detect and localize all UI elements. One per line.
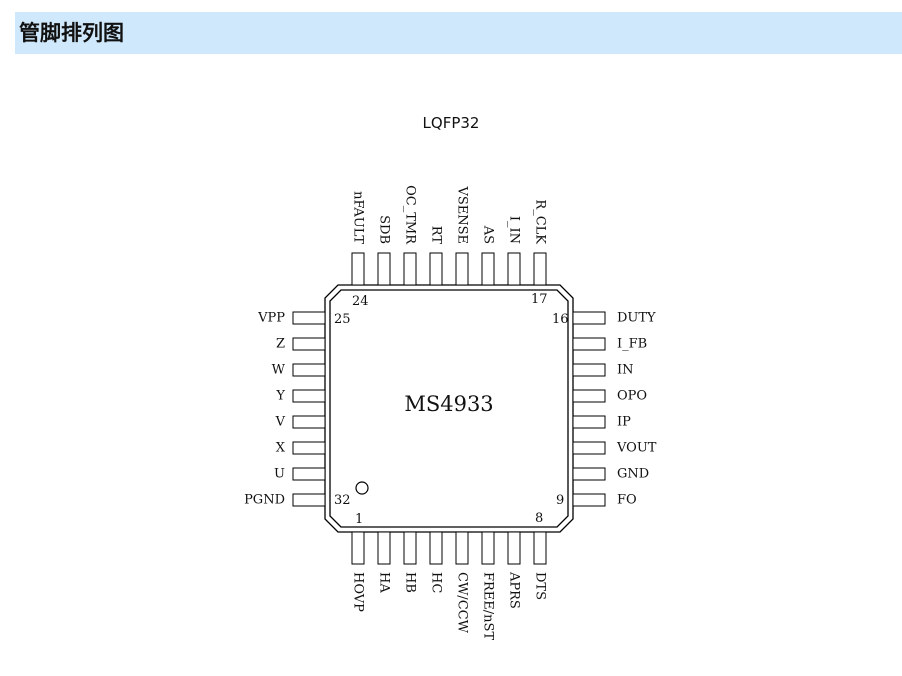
pin-lead-left bbox=[292, 337, 326, 351]
section-header: 管脚排列图 bbox=[15, 12, 902, 54]
pin-lead-bottom bbox=[533, 531, 547, 565]
section-title: 管脚排列图 bbox=[19, 21, 124, 45]
pin-label-top: SDB bbox=[377, 215, 392, 244]
pin-lead-right bbox=[572, 415, 606, 429]
pin-lead-left bbox=[292, 441, 326, 455]
pin-label-top: I_IN bbox=[507, 216, 522, 244]
pin-lead-right bbox=[572, 337, 606, 351]
pin-lead-bottom bbox=[455, 531, 469, 565]
pin-label-bottom: CW/CCW bbox=[455, 572, 470, 634]
pin-lead-right bbox=[572, 311, 606, 325]
pin-lead-right bbox=[572, 493, 606, 507]
pin-lead-top bbox=[507, 252, 521, 286]
pin-lead-right bbox=[572, 389, 606, 403]
pin-label-right: IN bbox=[617, 363, 634, 378]
pin-lead-top bbox=[429, 252, 443, 286]
pin-label-left: Y bbox=[275, 389, 285, 404]
pin-lead-left bbox=[292, 311, 326, 325]
pin-label-bottom: DTS bbox=[533, 572, 548, 600]
pin1-marker bbox=[355, 481, 369, 495]
pin-label-right: FO bbox=[617, 493, 637, 508]
pin-lead-top bbox=[403, 252, 417, 286]
pin-lead-bottom bbox=[403, 531, 417, 565]
pin-label-top: OC_TMR bbox=[403, 185, 418, 245]
pin-label-left: Z bbox=[276, 337, 285, 352]
pin-label-left: V bbox=[275, 415, 286, 430]
pin-lead-top bbox=[533, 252, 547, 286]
pin-lead-bottom bbox=[481, 531, 495, 565]
pin-lead-top bbox=[481, 252, 495, 286]
pin-number-25: 25 bbox=[334, 312, 351, 327]
pin-number-1: 1 bbox=[355, 512, 363, 527]
pin-label-right: I_FB bbox=[617, 337, 647, 352]
pin-label-left: VPP bbox=[257, 311, 285, 326]
pin-lead-right bbox=[572, 363, 606, 377]
pin-label-right: GND bbox=[617, 467, 649, 482]
pin-lead-top bbox=[455, 252, 469, 286]
pin-number-24: 24 bbox=[352, 294, 369, 309]
pin-lead-left bbox=[292, 493, 326, 507]
package-name: LQFP32 bbox=[422, 114, 480, 132]
pin-label-right: IP bbox=[617, 415, 631, 430]
pin-label-top: AS bbox=[481, 225, 496, 244]
pin-label-bottom: HA bbox=[377, 572, 392, 593]
pin-lead-top bbox=[351, 252, 365, 286]
pin-lead-left bbox=[292, 415, 326, 429]
pin-label-bottom: APRS bbox=[507, 571, 522, 609]
chip-name: MS4933 bbox=[404, 392, 493, 416]
pin-label-bottom: HB bbox=[403, 572, 418, 593]
pin-label-top: VSENSE bbox=[455, 185, 470, 244]
pin-lead-bottom bbox=[351, 531, 365, 565]
pin-lead-left bbox=[292, 363, 326, 377]
pin-label-left: PGND bbox=[244, 493, 285, 508]
pin-label-top: R_CLK bbox=[533, 199, 548, 244]
pin-lead-top bbox=[377, 252, 391, 286]
pin-label-bottom: FREE/nST bbox=[481, 572, 496, 640]
pin-label-right: DUTY bbox=[617, 311, 656, 326]
pin-label-right: OPO bbox=[617, 389, 647, 404]
pin-lead-bottom bbox=[429, 531, 443, 565]
pin-label-bottom: HC bbox=[429, 572, 444, 593]
pin-label-left: X bbox=[276, 441, 286, 456]
pin-number-16: 16 bbox=[552, 312, 569, 327]
pin-lead-right bbox=[572, 467, 606, 481]
pin-number-9: 9 bbox=[556, 493, 564, 508]
pin-lead-right bbox=[572, 441, 606, 455]
pin-label-right: VOUT bbox=[616, 441, 657, 456]
pin-lead-bottom bbox=[377, 531, 391, 565]
pin-label-bottom: HOVP bbox=[351, 572, 366, 612]
pin-number-32: 32 bbox=[334, 493, 351, 508]
pin-number-17: 17 bbox=[531, 292, 548, 307]
chip-body-inner bbox=[329, 289, 569, 528]
pin-label-top: nFAULT bbox=[351, 191, 366, 244]
pin-label-left: W bbox=[272, 363, 286, 378]
pin-lead-left bbox=[292, 389, 326, 403]
pin-lead-bottom bbox=[507, 531, 521, 565]
pin-label-left: U bbox=[274, 467, 285, 482]
pin-number-8: 8 bbox=[535, 511, 543, 526]
pin-label-top: RT bbox=[429, 226, 444, 245]
pin-lead-left bbox=[292, 467, 326, 481]
